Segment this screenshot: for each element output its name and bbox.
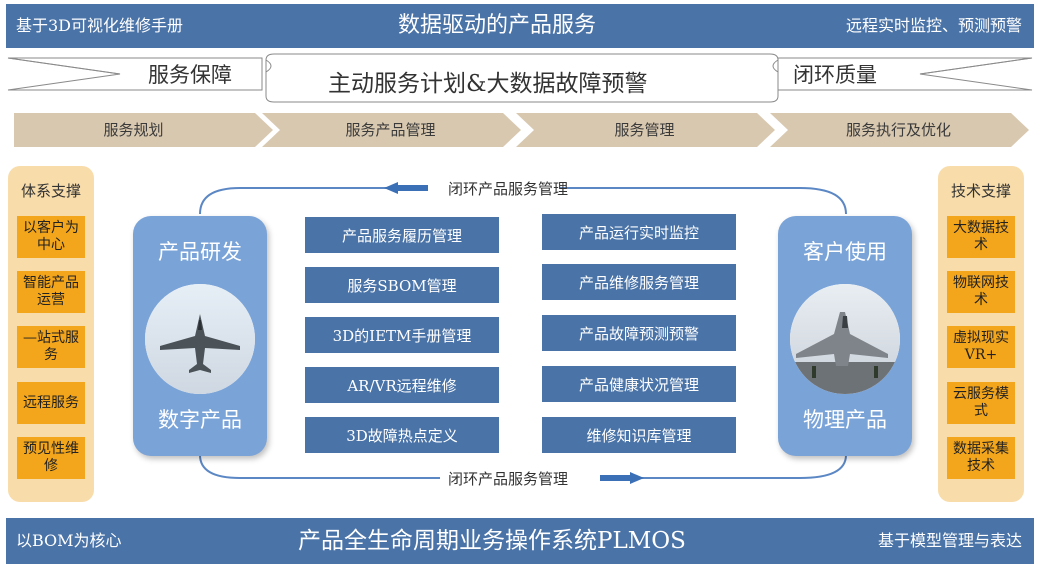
service-history-box: 产品服务履历管理 xyxy=(305,217,499,253)
support-item-one-stop: —站式服务 xyxy=(17,326,85,368)
tech-support-panel: 技术支撑 大数据技术 物联网技术 虚拟现实VR+ 云服务模式 数据采集技术 xyxy=(938,166,1024,502)
tech-item-vr: 虚拟现实VR+ xyxy=(947,326,1015,368)
process-step-label: 服务执行及优化 xyxy=(845,121,951,139)
knowledge-base-box: 维修知识库管理 xyxy=(542,417,736,453)
tech-support-title: 技术支撑 xyxy=(950,182,1011,200)
right-arrow-icon xyxy=(630,472,644,484)
system-support-title: 体系支撑 xyxy=(20,182,81,200)
system-support-panel: 体系支撑 以客户为中心 智能产品运营 —站式服务 远程服务 预见性维修 xyxy=(8,166,94,502)
digital-product-label: 数字产品 xyxy=(158,408,242,432)
banner-title: 主动服务计划&大数据故障预警 xyxy=(328,71,648,97)
bottom-bar: 以BOM为核心 产品全生命周期业务操作系统PLMOS 基于模型管理与表达 xyxy=(6,518,1034,564)
chevron-shape xyxy=(770,113,1029,147)
bottom-bar-title: 产品全生命周期业务操作系统PLMOS xyxy=(298,528,686,554)
top-bar: 基于3D可视化维修手册 数据驱动的产品服务 远程实时监控、预测预警 xyxy=(6,4,1034,48)
bottom-bar-right-text: 基于模型管理与表达 xyxy=(877,531,1022,550)
ar-vr-maintenance-box: AR/VR远程维修 xyxy=(305,367,499,403)
health-status-box: 产品健康状况管理 xyxy=(542,366,736,402)
realtime-monitor-box: 产品运行实时监控 xyxy=(542,214,736,250)
loop-label-bottom: 闭环产品服务管理 xyxy=(448,470,569,488)
chevron-shape xyxy=(262,113,521,147)
bottom-bar-left-text: 以BOM为核心 xyxy=(16,531,122,550)
physical-product-label: 物理产品 xyxy=(803,408,887,432)
process-step-planning: 服务规划 xyxy=(14,113,273,147)
jet-icon xyxy=(790,284,900,394)
loop-label-top: 闭环产品服务管理 xyxy=(448,180,569,198)
product-rd-label: 产品研发 xyxy=(158,240,242,264)
tech-item-iot: 物联网技术 xyxy=(947,271,1015,313)
service-sbom-box: 服务SBOM管理 xyxy=(305,267,499,303)
process-step-label: 服务规划 xyxy=(103,121,164,139)
maintenance-service-box: 产品维修服务管理 xyxy=(542,264,736,300)
fault-hotspot-box: 3D故障热点定义 xyxy=(305,417,499,453)
fault-prediction-box: 产品故障预测预警 xyxy=(542,315,736,351)
service-guarantee-label: 服务保障 xyxy=(148,63,232,87)
fighter-jet-image xyxy=(145,284,255,394)
product-rd-card: 产品研发 数字产品 xyxy=(133,216,267,456)
customer-use-label: 客户使用 xyxy=(803,240,887,264)
process-step-execution: 服务执行及优化 xyxy=(770,113,1029,147)
jet-icon xyxy=(145,284,255,394)
top-bar-left-text: 基于3D可视化维修手册 xyxy=(16,16,184,35)
support-item-smart-operation: 智能产品运营 xyxy=(17,271,85,313)
banner-graphic xyxy=(7,53,1033,103)
top-bar-right-text: 远程实时监控、预测预警 xyxy=(845,16,1022,35)
ietm-manual-box: 3D的IETM手册管理 xyxy=(305,317,499,353)
customer-use-card: 客户使用 物理产品 xyxy=(778,216,912,456)
chevron-shape xyxy=(516,113,775,147)
process-step-label: 服务产品管理 xyxy=(345,121,436,139)
support-item-remote-service: 远程服务 xyxy=(17,382,85,424)
support-item-customer-centric: 以客户为中心 xyxy=(17,216,85,258)
process-step-service-mgmt: 服务管理 xyxy=(516,113,775,147)
support-item-predictive: 预见性维修 xyxy=(17,437,85,479)
chevron-shape xyxy=(14,113,273,147)
tech-item-cloud: 云服务模式 xyxy=(947,382,1015,424)
top-bar-title: 数据驱动的产品服务 xyxy=(398,13,597,38)
left-arrow-icon xyxy=(384,182,398,194)
ground-jet-image xyxy=(790,284,900,394)
closed-loop-quality-label: 闭环质量 xyxy=(793,63,877,87)
process-step-product-mgmt: 服务产品管理 xyxy=(262,113,521,147)
tech-item-data-collection: 数据采集技术 xyxy=(947,437,1015,479)
tech-item-big-data: 大数据技术 xyxy=(947,216,1015,258)
process-step-label: 服务管理 xyxy=(614,121,675,139)
